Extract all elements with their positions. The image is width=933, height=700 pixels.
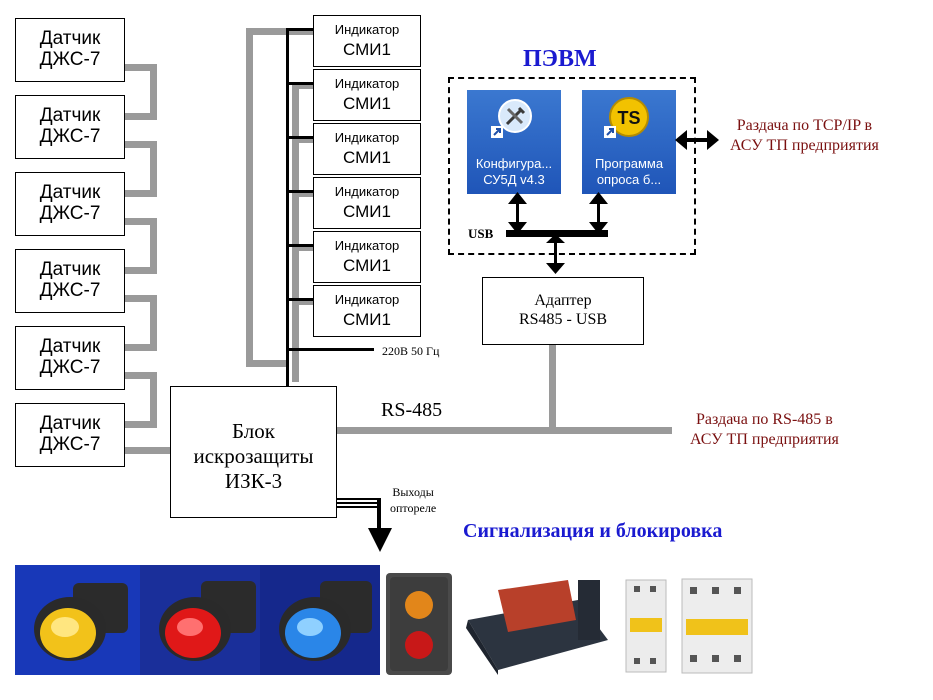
sensor-wire bbox=[150, 64, 157, 119]
spark-barrier-box: Блок искрозащиты ИЗК-3 bbox=[170, 386, 337, 518]
indicator-wire bbox=[292, 190, 313, 197]
sensor-wire bbox=[125, 344, 157, 351]
sensor-wire bbox=[125, 113, 157, 120]
tools-icon bbox=[498, 99, 532, 133]
indicator-lamps-photo bbox=[15, 565, 380, 675]
adapter-wire bbox=[549, 345, 556, 433]
rs485-bus-wire bbox=[336, 427, 672, 434]
sensor-wire bbox=[125, 295, 157, 302]
power-label: 220В 50 Гц bbox=[382, 344, 440, 358]
power-line bbox=[286, 348, 374, 351]
adapter-box: Адаптер RS485 - USB bbox=[482, 277, 644, 345]
relay-socket-image bbox=[466, 580, 608, 675]
poll-app-icon[interactable]: TS Программа опроса б... bbox=[582, 90, 676, 194]
power-line bbox=[286, 244, 313, 247]
indicator-wire bbox=[292, 298, 313, 305]
contactor-large-image bbox=[681, 578, 753, 674]
rs485-distribution-label: Раздача по RS-485 в АСУ ТП предприятия bbox=[690, 411, 839, 448]
relay-output-line bbox=[336, 506, 378, 508]
poll-app-caption: Программа опроса б... bbox=[594, 156, 664, 187]
power-line bbox=[286, 28, 313, 31]
contactor-small-image bbox=[625, 579, 667, 673]
config-app-icon[interactable]: Конфигура... СУ5Д v4.3 bbox=[467, 90, 561, 194]
indicator-bus-wire bbox=[246, 360, 286, 367]
indicator-wire bbox=[292, 136, 313, 143]
pc-frame bbox=[448, 77, 696, 255]
rs485-bus-label: RS-485 bbox=[381, 399, 443, 421]
shortcut-arrow-icon bbox=[491, 126, 503, 138]
indicator-bus-wire bbox=[246, 28, 253, 365]
usb-bus bbox=[506, 192, 608, 274]
shortcut-arrow-icon bbox=[604, 126, 616, 138]
control-post-image bbox=[390, 577, 448, 671]
indicator-bus-wire bbox=[292, 82, 299, 382]
ts-logo-icon: TS bbox=[609, 97, 649, 137]
down-arrow-icon bbox=[368, 528, 392, 552]
power-line bbox=[286, 28, 289, 386]
sensor-wire bbox=[125, 447, 170, 454]
sensor-wire bbox=[125, 141, 157, 148]
sensor-wire bbox=[150, 295, 157, 350]
svg-text:TS: TS bbox=[617, 108, 640, 128]
sensor-wire bbox=[125, 372, 157, 379]
sensor-wire bbox=[125, 64, 157, 71]
tcp-double-arrow-icon bbox=[675, 130, 719, 150]
usb-label: USB bbox=[468, 226, 494, 241]
sensor-wire bbox=[125, 267, 157, 274]
sensor-wire bbox=[125, 421, 157, 428]
sensor-wire bbox=[125, 190, 157, 197]
contactor-small-photo bbox=[622, 570, 670, 675]
relay-output-line bbox=[336, 498, 378, 500]
control-post-photo bbox=[386, 573, 452, 675]
contactor-large-photo bbox=[678, 575, 756, 675]
config-app-caption: Конфигура... СУ5Д v4.3 bbox=[475, 156, 553, 187]
relay-outputs-label: Выходы оптореле bbox=[390, 485, 437, 515]
indicator-wire bbox=[246, 28, 313, 35]
power-line bbox=[286, 190, 313, 193]
pc-title: ПЭВМ bbox=[523, 46, 597, 72]
signaling-title: Сигнализация и блокировка bbox=[463, 520, 723, 542]
power-line bbox=[286, 298, 313, 301]
power-line bbox=[286, 136, 313, 139]
tcp-distribution-label: Раздача по TCP/IP в АСУ ТП предприятия bbox=[730, 117, 879, 154]
sensor-wire bbox=[125, 218, 157, 225]
relay-output-line bbox=[377, 498, 381, 532]
indicator-wire bbox=[292, 244, 313, 251]
relay-socket-photo bbox=[458, 580, 610, 675]
sensor-wire bbox=[150, 218, 157, 273]
relay-output-line bbox=[336, 502, 378, 504]
power-line bbox=[286, 82, 313, 85]
sensor-wire bbox=[150, 372, 157, 427]
sensor-wire bbox=[150, 141, 157, 196]
indicator-wire bbox=[292, 82, 313, 89]
indicator-lamps-image bbox=[15, 565, 380, 675]
